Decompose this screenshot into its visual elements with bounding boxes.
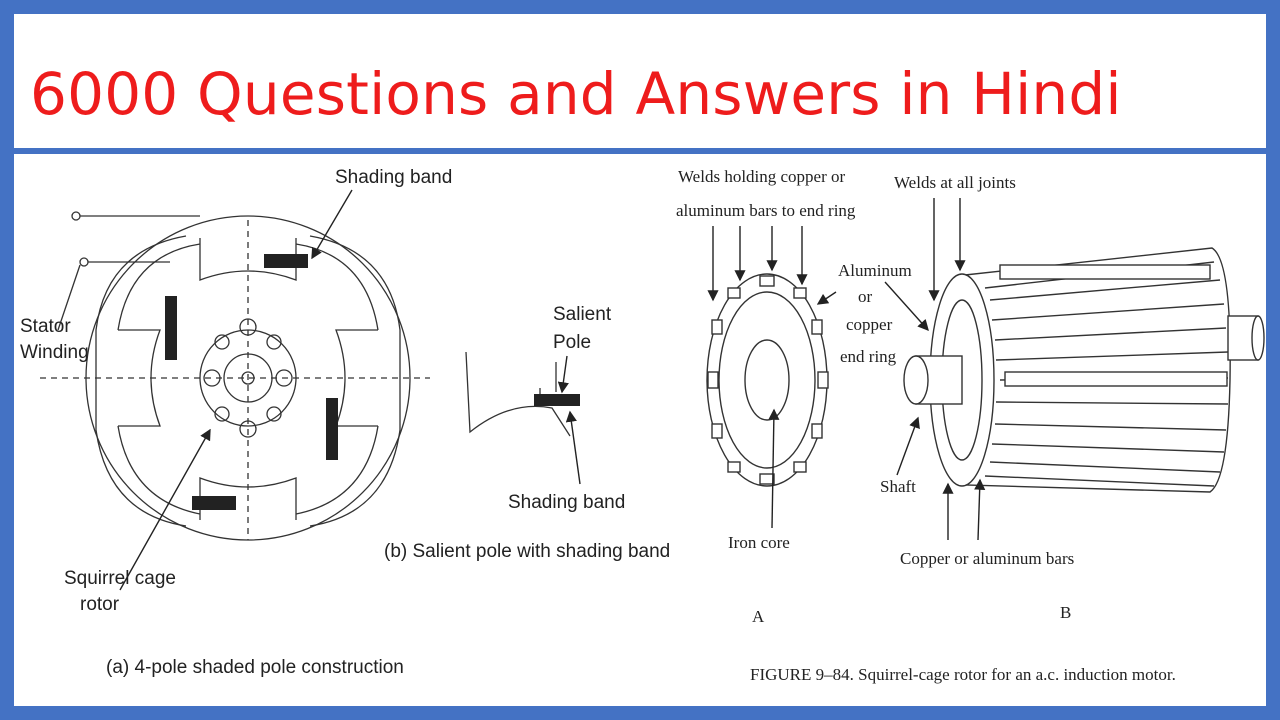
label-a: A [752,607,765,626]
shaft-label: Shaft [880,477,916,496]
welds-holding-line1: Welds holding copper or [678,167,846,186]
middle-caption: (b) Salient pole with shading band [384,541,670,562]
top-pole [199,238,297,281]
welds-holding-line2: aluminum bars to end ring [676,201,856,220]
shading-band-right [326,398,338,460]
slide-title: 6000 Questions and Answers in Hindi [30,60,1122,128]
bars-label: Copper or aluminum bars [900,549,1074,568]
figure-caption: FIGURE 9–84. Squirrel-cage rotor for an … [750,665,1176,684]
salient-label-line1: Salient [553,304,612,325]
shaded-pole-diagram [40,211,430,541]
salient-label-line2: Pole [553,332,591,353]
welds-joints-label: Welds at all joints [894,173,1016,192]
left-caption: (a) 4-pole shaded pole construction [106,657,404,678]
end-ring-line3: copper [846,315,893,334]
salient-shading-band [534,394,580,406]
rotor-side-view [903,247,1265,493]
rotor-label-line1: Squirrel cage [64,568,176,589]
right-arrows [707,198,986,541]
shading-band-bottom [192,496,236,510]
shading-band-left [165,296,177,360]
title-divider [14,148,1266,154]
rotor-end-view [706,273,829,487]
shading-band-top [264,254,308,268]
shading-band-label: Shading band [335,167,452,188]
label-b: B [1060,603,1071,622]
salient-shading-label: Shading band [508,492,625,513]
stator-label-line2: Winding [20,342,89,363]
iron-core-label: Iron core [728,533,790,552]
end-ring-line1: Aluminum [838,261,912,280]
stator-label-line1: Stator [20,316,71,337]
rotor-label-line2: rotor [80,594,120,615]
title-bar [14,14,1266,152]
end-ring-line2: or [858,287,873,306]
end-ring-line4: end ring [840,347,897,366]
